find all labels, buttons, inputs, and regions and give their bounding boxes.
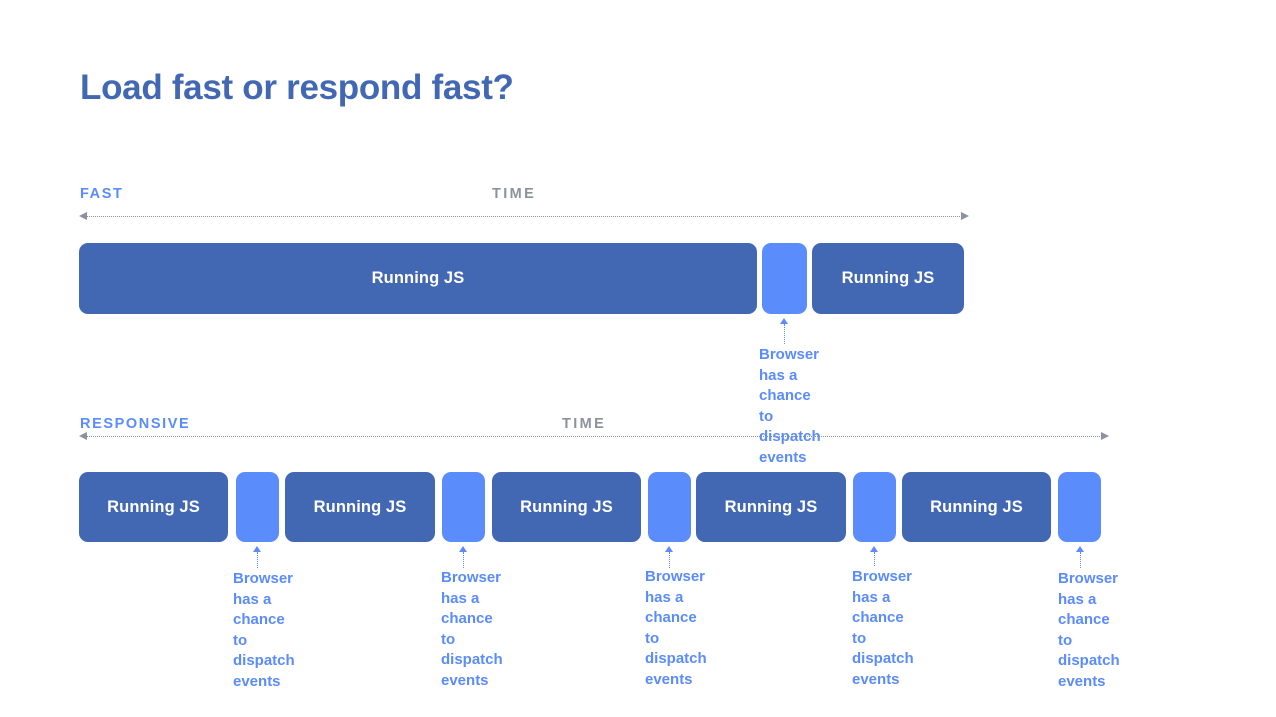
running-js-block[interactable]: Running JS [285,472,435,542]
axis-arrow-right-icon [961,212,969,220]
time-axis-label-responsive: TIME [562,416,607,432]
running-js-block[interactable]: Running JS [79,472,228,542]
callout-arrow-icon [459,546,468,552]
callout-text: Browser has a chance to dispatch events [759,346,821,466]
callout-stem-line [257,552,258,568]
browser-gap-block[interactable] [442,472,485,542]
callout-arrow-icon [780,318,789,324]
browser-gap-block[interactable] [853,472,896,542]
axis-arrow-right-icon [1101,432,1109,440]
callout-text: Browser has a chance to dispatch events [441,569,503,689]
callout-stem-line [1080,552,1081,568]
time-axis-label-fast: TIME [492,186,537,202]
callout-stem-line [463,552,464,568]
callout-arrow-icon [665,546,674,552]
callout-stem-line [669,552,670,568]
callout-stem-line [874,552,875,566]
axis-arrow-left-icon [79,212,87,220]
running-js-block[interactable]: Running JS [812,243,964,314]
callout-arrow-icon [870,546,879,552]
callout-arrow-icon [1076,546,1085,552]
time-axis-fast [79,212,969,221]
callout-text: Browser has a chance to dispatch events [645,568,707,688]
callout-stem-line [784,324,785,344]
time-axis-responsive [79,432,1109,441]
callout-text: Browser has a chance to dispatch events [233,570,295,690]
callout-text: Browser has a chance to dispatch events [1058,570,1120,690]
axis-arrow-left-icon [79,432,87,440]
callout-text: Browser has a chance to dispatch events [852,568,914,688]
browser-gap-block[interactable] [648,472,691,542]
browser-gap-block[interactable] [762,243,807,314]
axis-dotted-line [87,436,1100,437]
browser-gap-block[interactable] [1058,472,1101,542]
running-js-block[interactable]: Running JS [492,472,641,542]
running-js-block[interactable]: Running JS [696,472,846,542]
axis-dotted-line [87,216,960,217]
section-label-fast: FAST [80,186,124,202]
browser-gap-block[interactable] [236,472,279,542]
section-label-responsive: RESPONSIVE [80,416,191,432]
running-js-block[interactable]: Running JS [79,243,757,314]
callout-arrow-icon [253,546,262,552]
running-js-block[interactable]: Running JS [902,472,1051,542]
page-title: Load fast or respond fast? [80,68,514,107]
